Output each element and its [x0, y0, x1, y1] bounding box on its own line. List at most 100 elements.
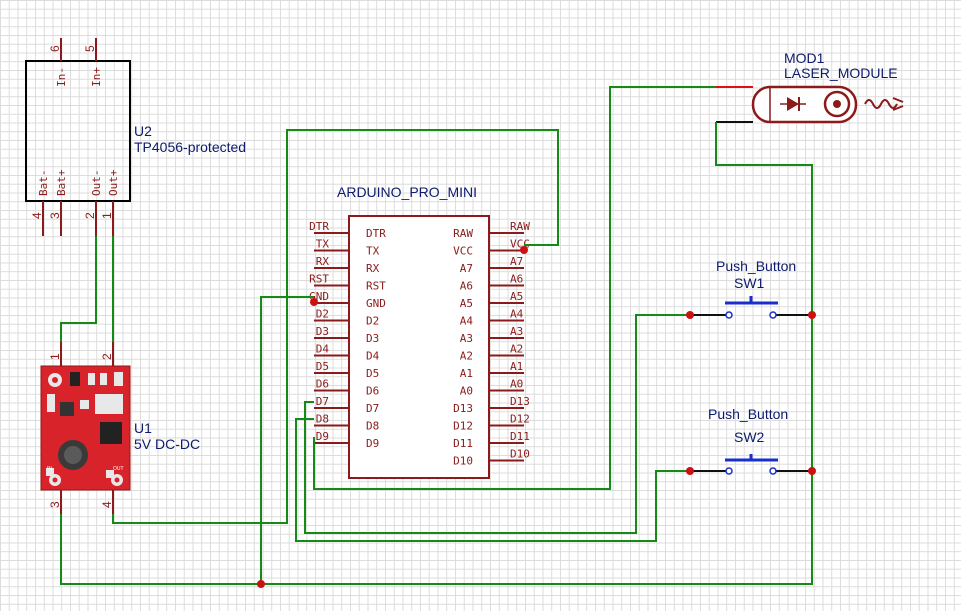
arduino-right-label-d11: D11 — [453, 437, 473, 450]
u1-ref: U1 — [134, 420, 152, 436]
arduino-right-pin-a3: A3 — [510, 325, 523, 338]
arduino-left-label-d9: D9 — [366, 437, 379, 450]
arduino-left-pin-tx: TX — [316, 238, 330, 251]
arduino-title: ARDUINO_PRO_MINI — [337, 184, 477, 200]
wire-u1-pin4-to-laser-red — [112, 129, 559, 524]
junction-dot — [310, 298, 318, 306]
arduino-right-pin-a7: A7 — [510, 255, 523, 268]
arduino-right-label-a4: A4 — [460, 315, 474, 328]
arduino-body — [348, 215, 490, 479]
arduino-left-pin-d8: D8 — [316, 413, 329, 426]
arduino-right-label-a6: A6 — [460, 280, 473, 293]
mod1-laser-module[interactable]: MOD1 LASER_MODULE — [716, 50, 904, 124]
u2-pin2-label: Out- — [90, 170, 103, 197]
arduino-left-pin-d7: D7 — [316, 395, 329, 408]
u2-pin6-number: 6 — [48, 45, 62, 52]
arduino-right-label-a2: A2 — [460, 350, 473, 363]
junctions — [257, 246, 816, 588]
arduino-right-label-d10: D10 — [453, 455, 473, 468]
arduino-right-label-vcc: VCC — [453, 245, 473, 258]
arduino-left-label-rx: RX — [366, 262, 380, 275]
u1-pin4-number: 4 — [100, 501, 114, 508]
arduino-right-pin-d11: D11 — [510, 430, 530, 443]
u1-dcdc-board[interactable]: IN OUT 1 2 3 4 U1 5V DC-DC — [40, 342, 200, 514]
sw2-name: Push_Button — [708, 406, 788, 422]
wires — [60, 86, 813, 585]
u2-body — [25, 60, 131, 202]
arduino-right-label-d13: D13 — [453, 402, 473, 415]
arduino-right-label-a1: A1 — [460, 367, 473, 380]
sw2-push-button[interactable]: Push_Button SW2 — [690, 406, 812, 475]
arduino-right-pin-a2: A2 — [510, 343, 523, 356]
arduino-right-pin-a5: A5 — [510, 290, 523, 303]
mod1-ref: MOD1 — [784, 50, 825, 66]
sw1-name: Push_Button — [716, 258, 796, 274]
wire-ground-to-arduino-gnd — [260, 296, 314, 584]
arduino-right-pin-d13: D13 — [510, 395, 530, 408]
arduino-right-label-a0: A0 — [460, 385, 473, 398]
arduino-right-label-a7: A7 — [460, 262, 473, 275]
arduino-left-pin-dtr: DTR — [309, 220, 329, 233]
u2-pin1-number: 1 — [100, 212, 114, 219]
wire-d8-to-sw2 — [295, 418, 690, 542]
wire-d7-to-sw1 — [304, 314, 690, 534]
mod1-value: LASER_MODULE — [784, 65, 898, 81]
u2-pin3-label: Bat+ — [55, 169, 68, 196]
junction-dot — [686, 311, 694, 319]
arduino-left-label-d6: D6 — [366, 385, 379, 398]
u2-pin3-number: 3 — [48, 212, 62, 219]
arduino-right-pin-a6: A6 — [510, 273, 523, 286]
arduino-right-label-a3: A3 — [460, 332, 473, 345]
arduino-right-label-a5: A5 — [460, 297, 473, 310]
arduino-left-pin-d2: D2 — [316, 308, 329, 321]
arduino-left-pin-d9: D9 — [316, 430, 329, 443]
arduino-left-label-tx: TX — [366, 245, 380, 258]
u2-pin2-number: 2 — [83, 212, 97, 219]
wire-u1-pin3-to-ground — [60, 315, 813, 585]
arduino-left-label-dtr: DTR — [366, 227, 386, 240]
junction-dot — [257, 580, 265, 588]
u1-value: 5V DC-DC — [134, 436, 200, 452]
u2-ref: U2 — [134, 123, 152, 139]
u2-pin6-label: In- — [55, 67, 68, 87]
arduino-right-pin-raw: RAW — [510, 220, 530, 233]
junction-dot — [808, 311, 816, 319]
u1-pin1-number: 1 — [48, 353, 62, 360]
arduino-left-pin-rx: RX — [316, 255, 330, 268]
arduino-left-pin-rst: RST — [309, 273, 329, 286]
wire-laser-black-to-ground — [715, 122, 813, 315]
arduino-left-label-d3: D3 — [366, 332, 379, 345]
arduino-left-label-gnd: GND — [366, 297, 386, 310]
u1-pin3-number: 3 — [48, 501, 62, 508]
arduino-left-label-d8: D8 — [366, 420, 379, 433]
sw2-ref: SW2 — [734, 429, 765, 445]
u1-board-in-text: IN — [47, 466, 52, 472]
junction-dot — [808, 467, 816, 475]
laser-beam-icon — [864, 99, 898, 109]
arduino-right-pin-d10: D10 — [510, 448, 530, 461]
wire-d9-to-laser — [313, 86, 716, 490]
u2-value: TP4056-protected — [134, 139, 246, 155]
sw1-push-button[interactable]: Push_Button SW1 — [690, 258, 812, 319]
arduino-left-label-d7: D7 — [366, 402, 379, 415]
arduino-left-pin-d4: D4 — [316, 343, 330, 356]
u1-board-out-text: OUT — [113, 466, 124, 472]
arduino-right-label-d12: D12 — [453, 420, 473, 433]
u2-pin4-number: 4 — [30, 212, 44, 219]
arduino-left-pin-d6: D6 — [316, 378, 329, 391]
u2-pin5-label: In+ — [90, 67, 103, 87]
arduino-pro-mini[interactable]: ARDUINO_PRO_MINI DTR DTR TX TX RX RX RST RST GND… — [309, 184, 530, 479]
arduino-left-pin-d5: D5 — [316, 360, 329, 373]
u2-tp4056[interactable]: 6 5 In- In+ Bat- Bat+ Out- Out+ 4 3 2 1 … — [25, 38, 246, 236]
arduino-right-pin-a1: A1 — [510, 360, 523, 373]
sw1-ref: SW1 — [734, 275, 765, 291]
arduino-right-pin-d12: D12 — [510, 413, 530, 426]
arduino-right-pin-a0: A0 — [510, 378, 523, 391]
arduino-left-label-rst: RST — [366, 280, 386, 293]
junction-dot — [686, 467, 694, 475]
arduino-left-label-d2: D2 — [366, 315, 379, 328]
u1-pin2-number: 2 — [100, 353, 114, 360]
u2-pin1-label: Out+ — [107, 169, 120, 196]
arduino-left-label-d5: D5 — [366, 367, 379, 380]
